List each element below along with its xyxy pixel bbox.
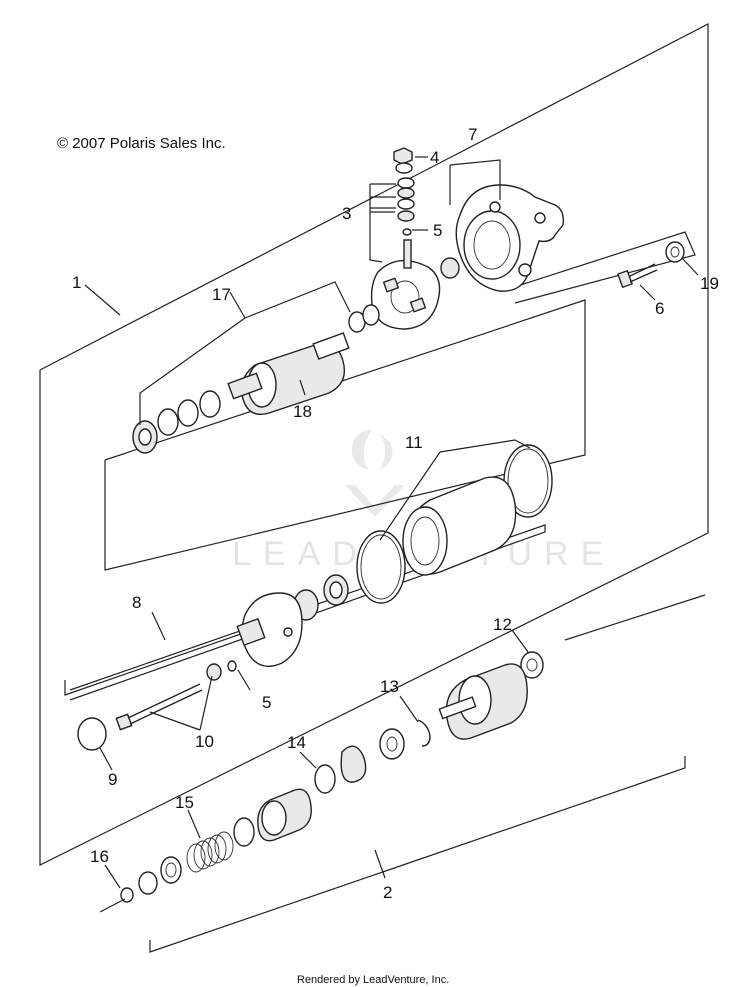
callout-10: 10 — [195, 732, 214, 751]
washer-17c — [157, 408, 179, 436]
snap-ring-13 — [417, 719, 431, 747]
callout-17: 17 — [212, 285, 231, 304]
overrunning-clutch — [257, 788, 312, 842]
armature-frame — [104, 299, 586, 571]
o-ring-front — [356, 530, 406, 604]
callout-2: 2 — [383, 883, 392, 902]
ring-14 — [314, 764, 336, 794]
callout-8: 8 — [132, 593, 141, 612]
lock-washer-10 — [206, 663, 222, 681]
shift-lever — [340, 745, 367, 783]
callout-14: 14 — [287, 733, 306, 752]
washer-17e — [199, 390, 221, 418]
clutch-sleeve — [233, 817, 255, 847]
endcap-bracket — [504, 231, 696, 304]
washer-12 — [520, 651, 544, 679]
armature — [227, 332, 350, 416]
callout-19: 19 — [700, 274, 719, 293]
footer-text: Rendered by LeadVenture, Inc. — [297, 974, 449, 986]
washer-19 — [665, 241, 685, 263]
rear-bushing — [440, 257, 460, 279]
callout-7: 7 — [468, 125, 477, 144]
drive-bracket-right — [564, 594, 706, 641]
callout-12: 12 — [493, 615, 512, 634]
spring-15 — [186, 831, 234, 873]
callout-18: 18 — [293, 402, 312, 421]
thrust-washer — [379, 728, 405, 760]
washer-17d — [177, 399, 199, 427]
spacer-a — [160, 856, 182, 884]
long-bolt — [115, 683, 203, 731]
leader-lines — [84, 156, 699, 913]
drive-bracket-bottom — [149, 756, 686, 953]
assembly-frame-outer — [39, 23, 709, 866]
callout-5-lower: 5 — [262, 693, 271, 712]
through-bolt — [617, 263, 658, 289]
washer-17b — [362, 304, 380, 326]
callout-6: 6 — [655, 299, 664, 318]
yoke-housing — [402, 476, 517, 576]
end-cap-9 — [77, 717, 107, 751]
front-housing — [236, 592, 303, 667]
lock-plate — [132, 420, 158, 454]
terminal-stud-stack — [393, 147, 415, 269]
callout-13: 13 — [380, 677, 399, 696]
planetary-gear-shaft — [438, 663, 528, 740]
brush-plate — [370, 259, 441, 330]
callout-15: 15 — [175, 793, 194, 812]
callout-11: 11 — [405, 433, 423, 452]
callout-16: 16 — [90, 847, 109, 866]
spacer-b — [138, 871, 158, 895]
callout-4: 4 — [430, 148, 439, 167]
callout-3: 3 — [342, 204, 351, 223]
clip-16 — [120, 887, 134, 903]
rear-housing — [455, 184, 565, 292]
callout-9: 9 — [108, 770, 117, 789]
copyright-text: © 2007 Polaris Sales Inc. — [57, 135, 226, 152]
callout-5-upper: 5 — [433, 221, 442, 240]
callout-1: 1 — [72, 273, 81, 292]
o-ring-5 — [227, 660, 237, 672]
